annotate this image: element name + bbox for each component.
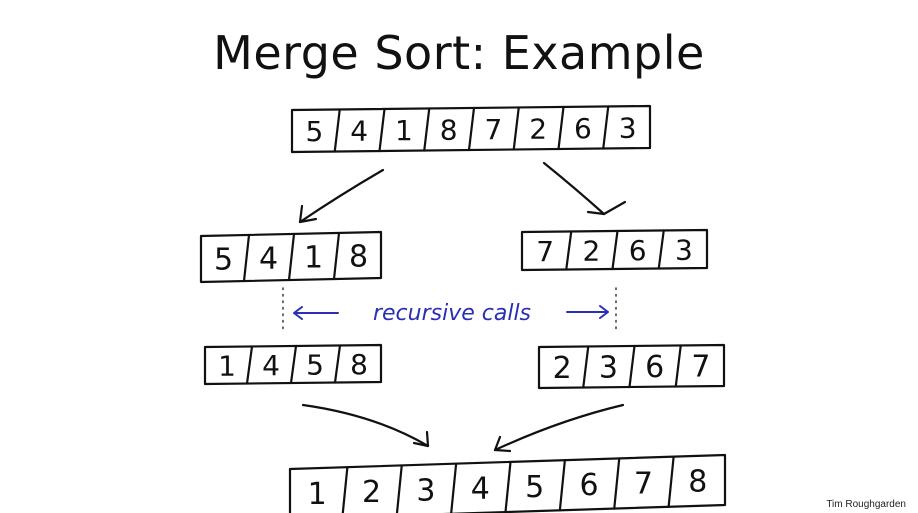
array-cell-value: 7 (634, 466, 653, 501)
output-box (288, 453, 727, 513)
array-cell-value: 2 (529, 112, 547, 145)
array-cell-value: 3 (619, 111, 637, 144)
array-cell-value: 6 (580, 468, 599, 503)
array-cell-value: 7 (484, 113, 502, 146)
right-half-box (520, 228, 709, 272)
left-half-box (199, 230, 383, 284)
array-cell-value: 4 (262, 349, 280, 382)
left-sorted-box (203, 343, 383, 386)
cell-divider (613, 457, 621, 510)
array-cell-value: 3 (599, 351, 618, 386)
cell-divider (565, 230, 573, 271)
array-cell-value: 8 (349, 239, 368, 274)
cell-divider (395, 464, 403, 513)
array-cell-value: 4 (471, 472, 490, 507)
array-cell-value: 8 (688, 465, 707, 500)
recursive-calls-annotation: recursive calls (293, 301, 609, 326)
cell-divider (557, 105, 565, 151)
array-cell-value: 1 (304, 240, 323, 275)
cell-divider (504, 460, 512, 513)
array-cell-value: 5 (525, 470, 544, 505)
cell-divider (242, 233, 251, 283)
array-cell-value: 6 (645, 350, 664, 385)
split-arrow-left (298, 168, 385, 224)
array-cell-value: 1 (308, 477, 327, 512)
cell-divider (558, 459, 566, 512)
cell-divider (333, 344, 342, 384)
array-cell-value: 8 (350, 348, 368, 381)
array-cell-value: 3 (416, 473, 435, 508)
annotation-label: recursive calls (373, 301, 531, 326)
split-arrow-right (542, 161, 627, 216)
array-cell-value: 5 (214, 242, 233, 277)
array-cell-value: 2 (553, 351, 572, 386)
array-cell-value: 2 (582, 234, 600, 267)
cell-divider (289, 344, 298, 385)
array-cell-value: 6 (629, 234, 647, 267)
array-cell-value: 7 (691, 350, 710, 385)
cell-divider (287, 232, 296, 282)
cell-divider (611, 229, 619, 271)
cell-divider (467, 106, 476, 152)
cell-divider (332, 231, 341, 281)
cell-divider (341, 466, 349, 513)
array-cell-value: 7 (536, 235, 554, 268)
array-cell-value: 2 (362, 475, 381, 510)
cell-divider (378, 107, 386, 153)
array-cell-value: 6 (574, 112, 592, 145)
input-box (290, 104, 652, 154)
array-cell-value: 4 (259, 241, 278, 276)
cell-divider (674, 344, 682, 388)
cell-divider (333, 108, 341, 153)
array-cell-value: 5 (305, 115, 323, 148)
cell-divider (245, 345, 254, 385)
cell-divider (602, 105, 610, 150)
cell-divider (582, 345, 590, 389)
array-cell-value: 8 (440, 113, 458, 146)
cell-divider (667, 455, 675, 508)
slide-title: Merge Sort: Example (213, 26, 705, 80)
array-cell-value: 4 (350, 114, 368, 147)
array-cell-value: 1 (395, 114, 413, 147)
author-credit: Tim Roughgarden (826, 499, 906, 510)
merge-arrow-right (493, 403, 625, 453)
cell-divider (450, 462, 458, 513)
cell-divider (512, 106, 520, 151)
annotation-arrow-left (293, 306, 339, 320)
array-cell-value: 5 (306, 348, 324, 381)
cell-divider (628, 344, 636, 389)
right-sorted-box (537, 343, 726, 390)
merge-arrow-left (301, 403, 430, 448)
array-cell-value: 1 (218, 349, 236, 382)
cell-divider (423, 107, 431, 152)
annotation-arrow-right (566, 305, 609, 319)
array-cell-value: 3 (675, 233, 693, 266)
cell-divider (657, 229, 665, 270)
